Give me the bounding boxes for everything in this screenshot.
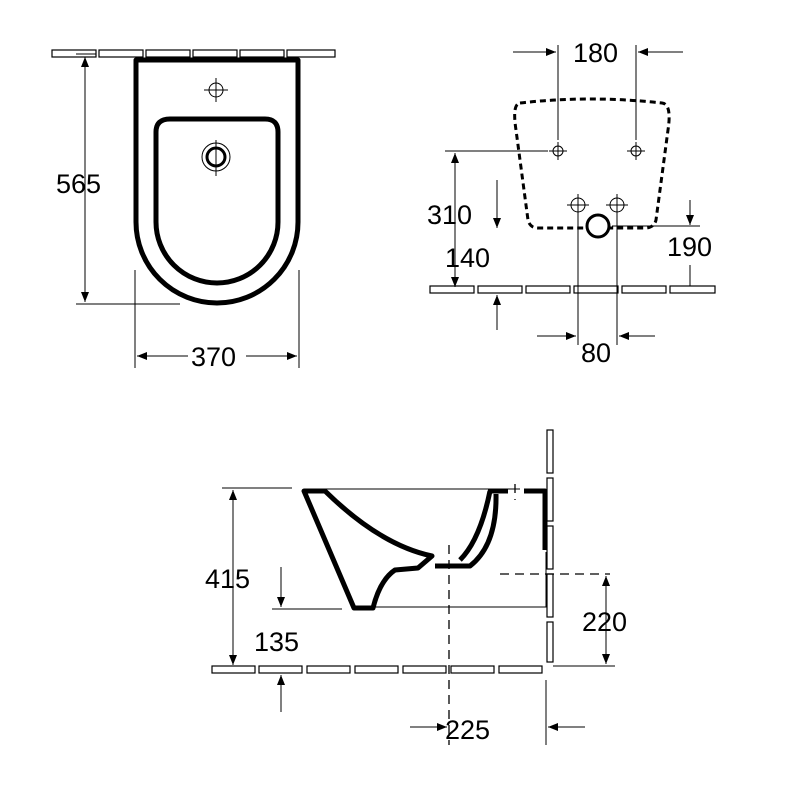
dimension-depth: 565	[56, 169, 101, 199]
tap-hole-icon	[204, 78, 228, 102]
fixing-hole-left-icon	[549, 142, 567, 160]
wall-tiles-top	[51, 49, 336, 58]
dimension-rim-height: 415	[205, 564, 250, 594]
dimension-waste-spacing: 80	[581, 338, 611, 368]
bidet-outline-top	[133, 57, 301, 306]
side-view: 415 135 220 225	[205, 429, 627, 745]
dimension-waste-outlet-height: 220	[582, 607, 627, 637]
rear-view: 180 310 140 190 80	[427, 38, 716, 368]
drain-icon	[201, 140, 231, 176]
dimension-fixing-height: 310	[427, 200, 472, 230]
dimension-fixing-spacing: 180	[573, 38, 618, 68]
waste-outlet-icon	[585, 213, 611, 239]
floor-tiles-rear	[429, 285, 716, 294]
dimension-underside-height: 135	[254, 627, 299, 657]
bidet-side-outline	[301, 488, 435, 611]
supply-hole-left-icon	[567, 194, 589, 216]
bidet-rim-back	[435, 488, 508, 569]
dimension-width: 370	[191, 342, 236, 372]
dimension-waste-height: 190	[667, 232, 712, 262]
bidet-wall-flange	[524, 488, 548, 550]
bidet-rear-outline	[513, 97, 671, 230]
dimension-supply-height: 140	[445, 243, 490, 273]
bowl-outline-top	[153, 116, 281, 286]
dimension-waste-outlet-distance: 225	[445, 715, 490, 745]
top-view: 565 370	[51, 49, 336, 372]
fixing-hole-right-icon	[627, 142, 645, 160]
bidet-base-line	[373, 552, 547, 608]
floor-tiles-side	[211, 665, 543, 674]
supply-hole-right-icon	[606, 194, 628, 216]
wall-tiles-side	[546, 429, 554, 663]
